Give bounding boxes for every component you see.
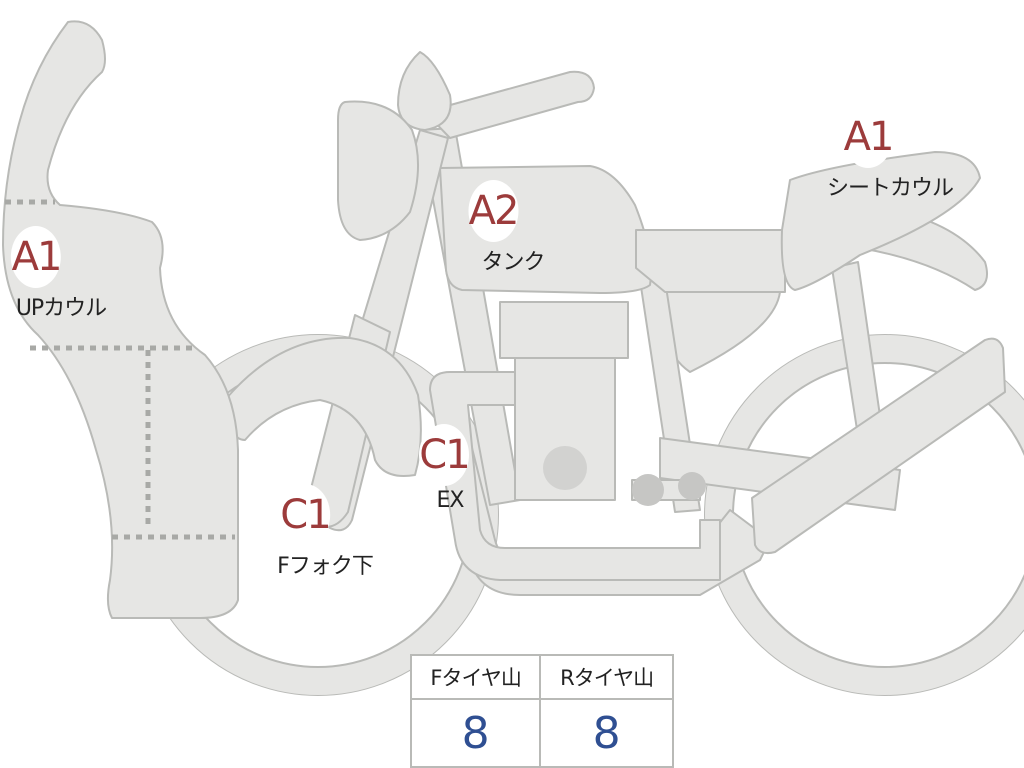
rear-tire-value: 8 (539, 698, 674, 768)
grade-badge: A1 (842, 106, 894, 168)
grade-badge: C1 (419, 424, 471, 486)
rear-tire-header: Rタイヤ山 (539, 654, 674, 700)
up-cowl (2, 20, 239, 619)
front-fender (224, 336, 422, 477)
marker-up-cowl: A1 UPカウル (0, 226, 107, 322)
front-tire-header: Fタイヤ山 (409, 654, 542, 700)
engine (499, 301, 706, 506)
headlight (337, 100, 419, 241)
part-label: Fフォク下 (277, 554, 374, 579)
part-label: EX (436, 488, 465, 513)
part-label: UPカウル (15, 296, 107, 321)
handlebar (424, 70, 595, 139)
marker-seat-cowl: A1 シートカウル (783, 106, 954, 202)
grade-badge: A2 (467, 180, 519, 242)
mirror (397, 51, 452, 131)
grade-badge: C1 (280, 484, 332, 546)
exhaust-pipe-upper (429, 371, 721, 581)
tire-tread-table: Fタイヤ山 Rタイヤ山 8 8 (409, 654, 674, 768)
frame-top (635, 229, 786, 293)
side-cover (664, 284, 781, 373)
grade-badge: A1 (11, 226, 62, 288)
muffler (751, 337, 1006, 555)
front-tire-value: 8 (409, 698, 542, 768)
marker-exhaust: C1 EX (419, 424, 471, 513)
part-label: タンク (481, 250, 545, 275)
marker-front-fork: C1 Fフォク下 (237, 484, 374, 580)
marker-tank: A2 タンク (441, 180, 546, 276)
part-label: シートカウル (826, 176, 954, 201)
